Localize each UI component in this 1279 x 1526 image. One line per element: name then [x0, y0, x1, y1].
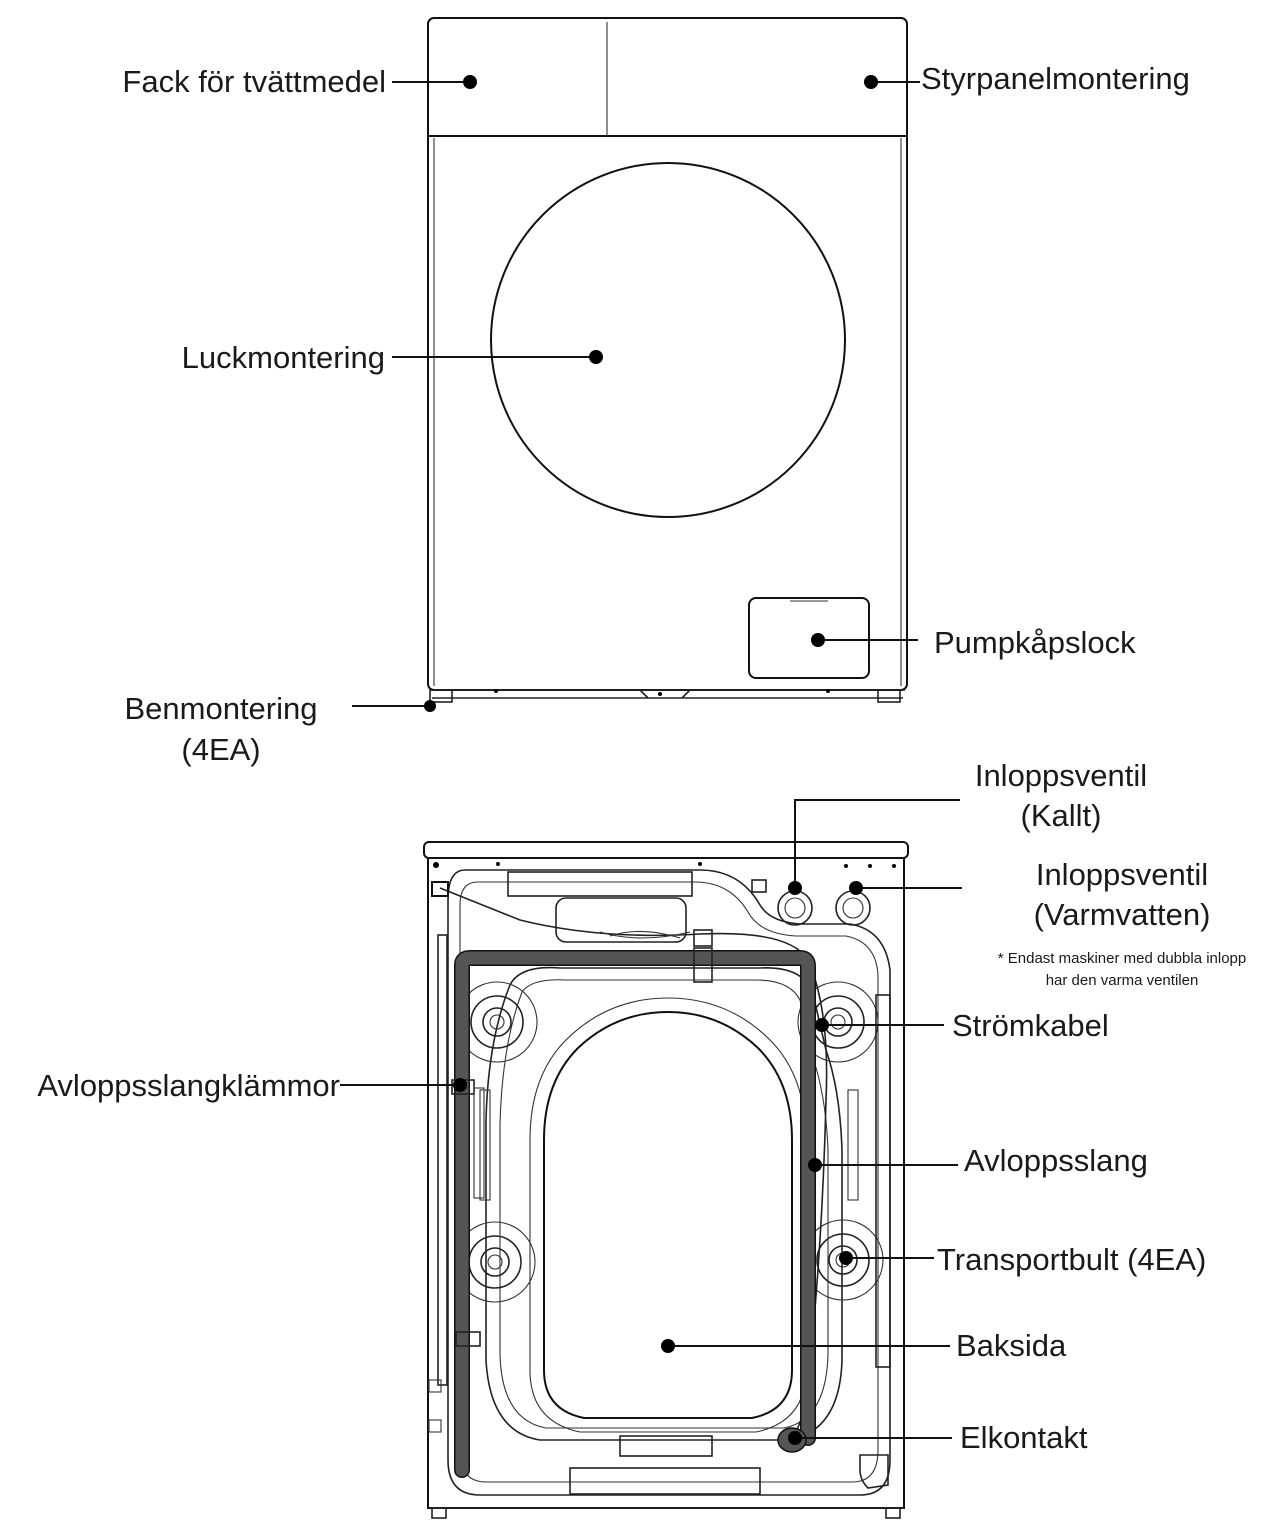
leg-label-line1: Benmontering — [124, 691, 317, 726]
drain-hose-bracket — [473, 1087, 485, 1199]
drain-hose-outline — [454, 950, 816, 1478]
door-label: Luckmontering — [182, 340, 385, 375]
drain-hose — [455, 951, 815, 1477]
back-cover-label: Baksida — [956, 1328, 1067, 1363]
rear-rivet — [844, 864, 848, 868]
inlet-hot-marker — [849, 881, 863, 895]
power-cable-label: Strömkabel — [952, 1008, 1109, 1043]
control-panel-label: Styrpanelmontering — [921, 61, 1190, 96]
rear-foot-left — [431, 1507, 447, 1519]
rear-rib-ring-inner — [499, 979, 829, 1429]
pump-cover-marker — [811, 633, 825, 647]
back-opening — [543, 1010, 793, 1419]
leg-left — [429, 689, 453, 703]
leg-label-line2: (4EA) — [181, 732, 260, 767]
inlet-valve-hot — [835, 890, 871, 926]
rear-rivet — [868, 864, 872, 868]
inlet-hot-label-line2: (Varmvatten) — [1034, 897, 1211, 932]
rear-left-slot — [479, 1089, 491, 1201]
hot-valve-note-line1: * Endast maskiner med dubbla inlopp — [998, 950, 1246, 967]
rear-corner-bracket — [859, 1454, 889, 1489]
front-base — [430, 689, 905, 699]
rear-rib-ring — [485, 966, 843, 1441]
drain-hose-label: Avloppsslang — [964, 1143, 1148, 1178]
detergent-drawer-label: Fack för tvättmedel — [122, 64, 386, 99]
detergent-drawer-marker — [463, 75, 477, 89]
inlet-cold-label-line1: Inloppsventil — [975, 758, 1147, 793]
rear-right-rail — [875, 994, 891, 1368]
rear-top-plate — [423, 841, 909, 859]
pump-cover-label: Pumpkåpslock — [934, 625, 1136, 660]
door-circle — [490, 162, 846, 518]
drain-hose-marker — [808, 1158, 822, 1172]
inlet-cold-label-line2: (Kallt) — [1021, 798, 1102, 833]
control-panel-marker — [864, 75, 878, 89]
power-cable-coil — [599, 930, 691, 939]
rear-center-housing — [555, 897, 687, 943]
rear-view: Inloppsventil (Kallt) Inloppsventil (Var… — [37, 758, 1246, 1519]
hot-valve-note-line2: har den varma ventilen — [1046, 972, 1199, 989]
drain-hose-clamps-label: Avloppsslangklämmor — [37, 1068, 340, 1103]
drain-hose-top-fitting — [693, 929, 713, 947]
rear-left-rail — [437, 934, 448, 1386]
power-cable-marker — [815, 1018, 829, 1032]
rear-top-bracket — [507, 871, 693, 897]
base-rivet — [658, 692, 662, 696]
rear-outer-contour — [447, 869, 891, 1496]
rear-small-label — [751, 879, 767, 893]
base-rivet — [494, 689, 498, 693]
inlet-cold-leader — [794, 799, 960, 893]
inlet-hot-label-line1: Inloppsventil — [1036, 857, 1208, 892]
front-cabinet — [427, 17, 908, 691]
front-view: Fack för tvättmedel Styrpanelmontering L… — [122, 17, 1190, 767]
rear-bottom-plate — [619, 1435, 713, 1457]
power-cable-top-clip — [431, 881, 449, 897]
base-rivet — [826, 689, 830, 693]
rear-rivet — [892, 864, 896, 868]
leg-right — [877, 689, 901, 703]
rear-foot-right — [885, 1507, 901, 1519]
rear-rivet — [433, 862, 439, 868]
drain-hose-clamp-lower — [455, 1331, 481, 1347]
transit-bolt-marker — [839, 1251, 853, 1265]
rear-side-clip — [428, 1379, 442, 1393]
drain-hose-top-joint — [693, 947, 713, 983]
back-opening-outer — [529, 997, 807, 1433]
drain-hose-clamps-marker — [453, 1078, 467, 1092]
door-marker — [589, 350, 603, 364]
transit-bolt-label: Transportbult (4EA) — [937, 1242, 1206, 1277]
power-plug-label: Elkontakt — [960, 1420, 1088, 1455]
rear-rivet — [496, 862, 500, 866]
pump-cover-panel — [748, 597, 870, 679]
rear-bottom-bracket — [569, 1467, 761, 1495]
leg-marker — [424, 700, 436, 712]
inlet-cold-marker — [788, 881, 802, 895]
rear-side-clip — [428, 1419, 442, 1433]
back-cover-marker — [661, 1339, 675, 1353]
inlet-valve-cold — [777, 890, 813, 926]
rear-rivet — [698, 862, 702, 866]
power-plug-marker — [788, 1431, 802, 1445]
power-cable-wire — [439, 887, 828, 1441]
rear-right-slot — [847, 1089, 859, 1201]
